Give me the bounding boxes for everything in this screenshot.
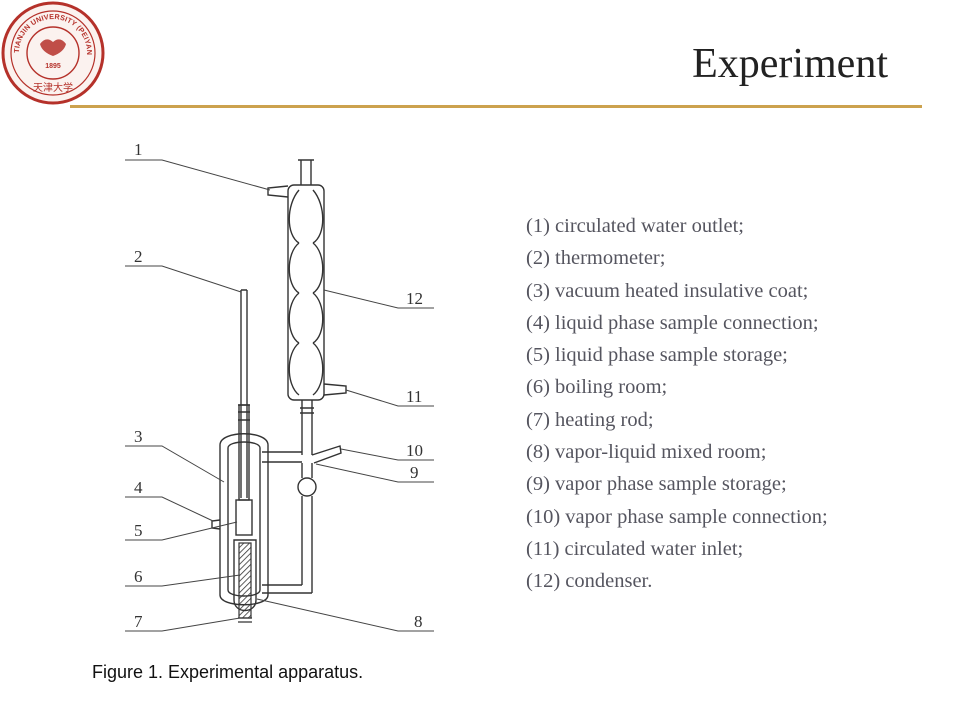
legend-item: (12) condenser.	[526, 570, 653, 593]
slide-title: Experiment	[692, 41, 888, 87]
leader-line-11	[345, 389, 434, 407]
legend-item: (3) vacuum heated insulative coat;	[526, 279, 809, 302]
callout-4: 4	[134, 478, 143, 497]
liquid-sample-arm	[211, 519, 221, 530]
water-inlet-arm	[323, 383, 347, 396]
heating-rod	[238, 542, 252, 619]
liquid-sample-storage	[235, 499, 253, 536]
callout-7: 7	[134, 612, 143, 631]
legend-item: (7) heating rod;	[526, 408, 654, 431]
leader-line-10	[340, 448, 434, 461]
condenser-jacket	[287, 184, 325, 401]
thermometer	[240, 289, 248, 498]
leader-line-2	[125, 265, 242, 293]
leader-line-3	[125, 445, 225, 483]
apparatus-legend: (1) circulated water outlet; (2) thermom…	[526, 210, 828, 598]
callout-12: 12	[406, 289, 423, 308]
insulation-inner	[227, 441, 261, 597]
callout-6: 6	[134, 567, 143, 586]
legend-item: (8) vapor-liquid mixed room;	[526, 441, 767, 464]
insulation-coat	[219, 433, 269, 606]
leader-line-4	[125, 496, 214, 522]
vapor-riser-tube	[300, 400, 314, 455]
seal-year: 1895	[45, 63, 61, 70]
callout-3: 3	[134, 427, 143, 446]
legend-item: (11) circulated water inlet;	[526, 537, 744, 560]
callout-1: 1	[134, 140, 143, 159]
vapor-sample-arm	[311, 445, 342, 464]
condenser-bulbs	[288, 189, 324, 396]
callout-8: 8	[414, 612, 423, 631]
legend-item: (1) circulated water outlet;	[526, 215, 744, 237]
legend-item: (10) vapor phase sample connection;	[526, 505, 828, 528]
heating-rod-base	[238, 617, 252, 623]
return-tube	[262, 496, 313, 594]
vapor-sample-stem	[301, 463, 313, 478]
leader-line-9	[315, 463, 434, 483]
legend-item: (6) boiling room;	[526, 376, 668, 399]
leader-line-7	[125, 617, 241, 632]
callout-5: 5	[134, 521, 143, 540]
vapor-sample-bulb	[297, 477, 317, 497]
water-outlet-arm	[267, 185, 289, 198]
callout-9: 9	[410, 463, 419, 482]
condenser-top-tube	[298, 159, 314, 185]
legend-item: (5) liquid phase sample storage;	[526, 344, 788, 367]
callout-10: 10	[406, 441, 423, 460]
leader-line-6	[125, 574, 241, 587]
leader-line-8	[256, 598, 434, 632]
apparatus-diagram: 1 2 3 4 5 6 7 8 9 10 11 12	[125, 140, 434, 632]
legend-item: (2) thermometer;	[526, 247, 666, 270]
callout-2: 2	[134, 247, 143, 266]
leader-line-5	[125, 521, 238, 541]
legend-item: (9) vapor phase sample storage;	[526, 473, 787, 496]
legend-item: (4) liquid phase sample connection;	[526, 311, 819, 334]
seal-bottom-text: 天津大学	[33, 81, 73, 94]
university-seal-icon: TIANJIN UNIVERSITY (PEIYANG UNIVERSITY) …	[0, 0, 105, 105]
callout-11: 11	[406, 387, 422, 406]
figure-caption: Figure 1. Experimental apparatus.	[92, 662, 364, 682]
leader-line-1	[125, 159, 271, 191]
leader-line-12	[323, 289, 434, 309]
thermometer-cap	[238, 404, 250, 421]
title-divider	[70, 105, 922, 108]
